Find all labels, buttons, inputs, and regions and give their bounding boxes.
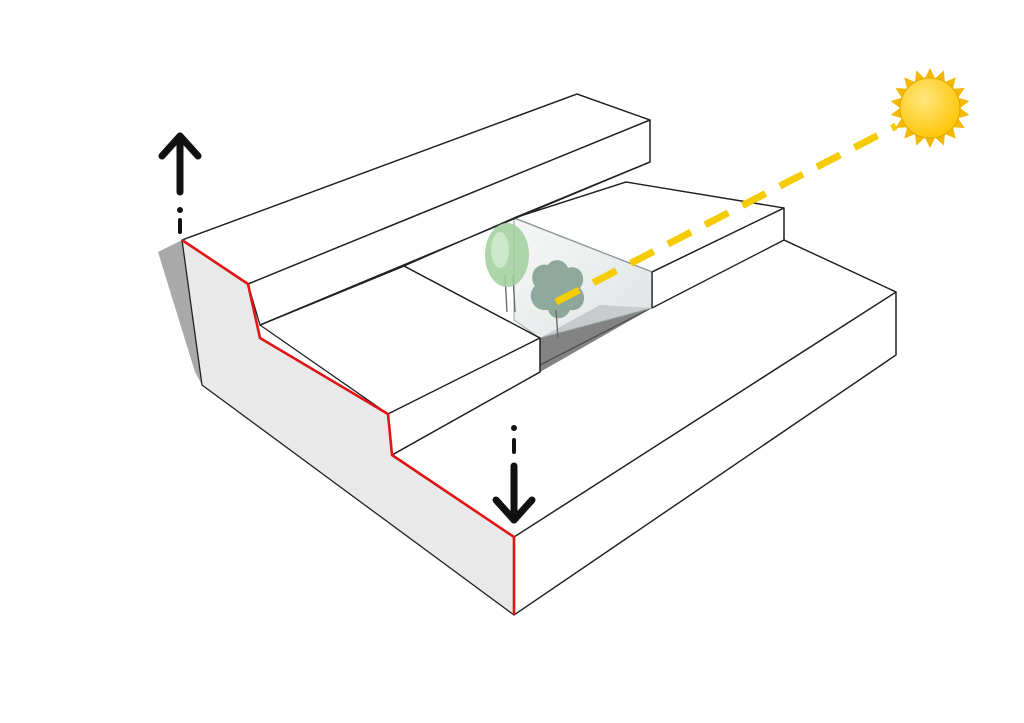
outline-riser-edge — [259, 265, 541, 372]
outline-lower-edge — [391, 371, 541, 456]
outline-front-edge — [513, 291, 897, 538]
section-cut-line — [181, 238, 516, 615]
arrow-down-icon — [492, 425, 536, 524]
arrow-up-icon — [158, 132, 202, 234]
sun-ray — [554, 122, 898, 306]
ground-shadow — [158, 240, 202, 385]
shrub-icon — [530, 260, 585, 339]
sun-icon — [890, 68, 970, 148]
section-side-face — [182, 240, 514, 615]
sun-disc — [899, 77, 961, 139]
outline-glass-edge — [651, 207, 785, 273]
courtyard-shadow — [540, 305, 652, 372]
outline-inner-edges — [247, 119, 651, 285]
tree-icon — [485, 223, 529, 313]
